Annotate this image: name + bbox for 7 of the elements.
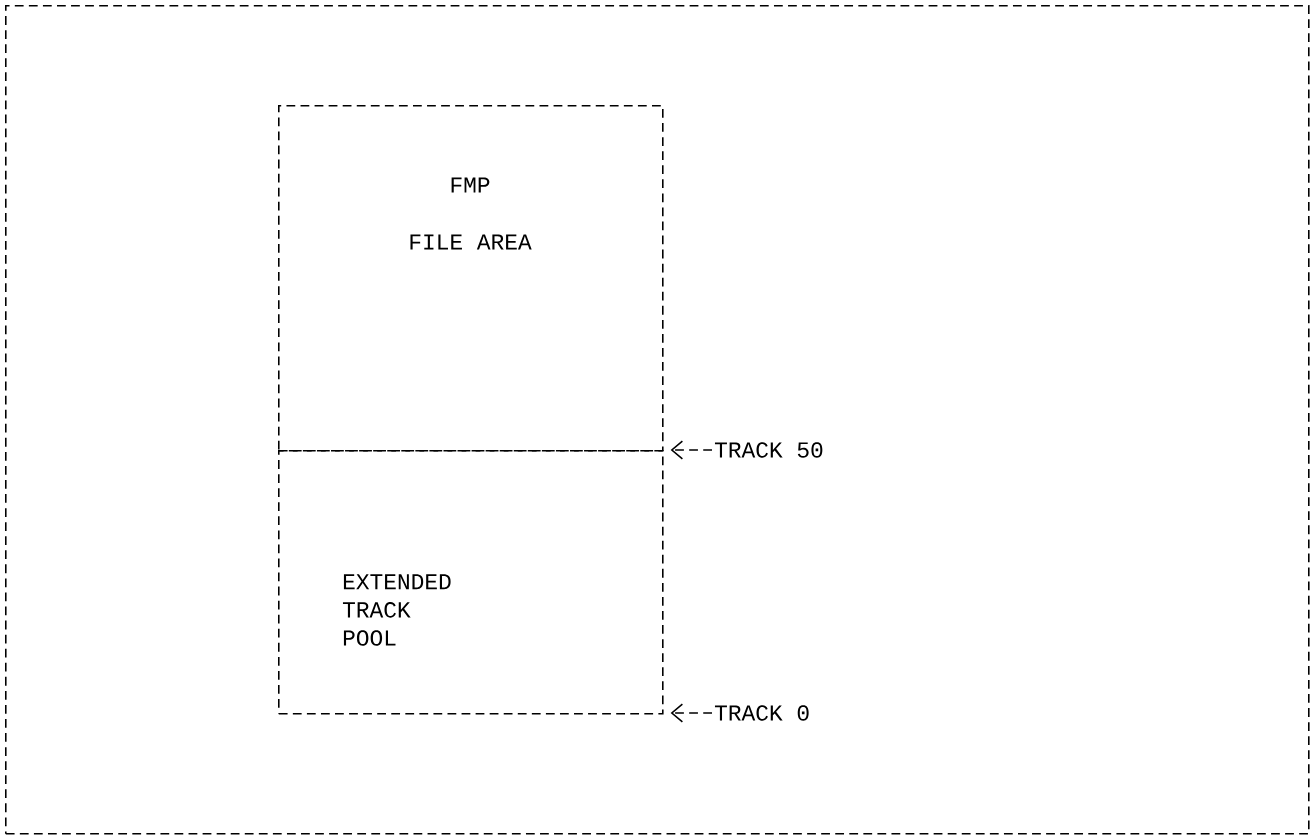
track-label: TRACK 50: [714, 442, 823, 458]
frame-box: [5, 5, 1310, 835]
arrow: [670, 703, 713, 723]
storage-area-box: FMP FILE AREA: [278, 105, 664, 452]
track-label: TRACK 0: [714, 705, 809, 721]
storage-area-box: EXTENDED TRACK POOL: [278, 450, 664, 715]
arrow: [670, 440, 713, 460]
